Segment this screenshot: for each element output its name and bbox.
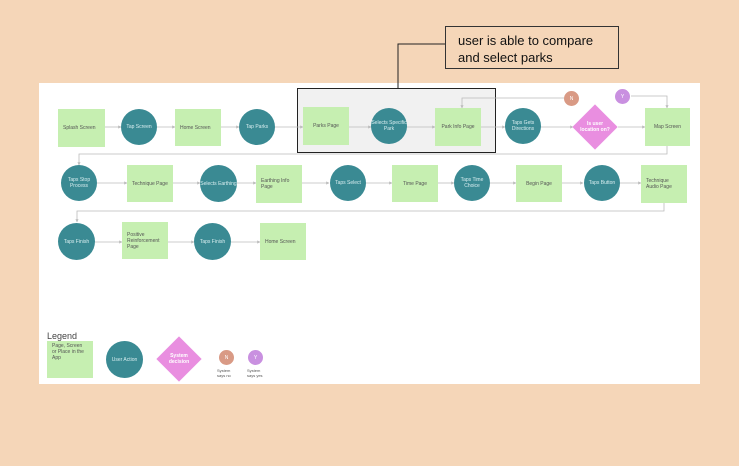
node-map-screen: Map Screen xyxy=(645,108,690,146)
node-earthing-info-page: Earthing Info Page xyxy=(256,165,302,203)
legend-user-action-swatch: User Action xyxy=(106,341,143,378)
node-taps-finish-2: Taps Finish xyxy=(194,223,231,260)
node-begin-page: Begin Page xyxy=(516,165,562,202)
callout-line-1: user is able to compare xyxy=(458,33,594,48)
decision-label: Is user location on? xyxy=(580,121,610,133)
connector-no xyxy=(460,97,564,109)
node-taps-get-directions: Taps Gets Directions xyxy=(505,108,541,144)
legend-decision-label: System decision xyxy=(168,353,190,365)
callout-leader-line xyxy=(397,43,445,88)
node-taps-stop-process: Taps Stop Process xyxy=(61,165,97,201)
legend-yes-label: System says yes xyxy=(247,368,263,378)
annotation-callout: user is able to compare and select parks xyxy=(445,26,619,69)
node-home-screen: Home Screen xyxy=(175,109,221,146)
node-taps-select: Taps Select xyxy=(330,165,366,201)
node-selects-specific-park: Selects Specific Park xyxy=(371,108,407,144)
node-tap-parks: Tap Parks xyxy=(239,109,275,145)
node-time-page: Time Page xyxy=(392,165,438,202)
connector-yes xyxy=(631,95,669,109)
node-technique-page: Technique Page xyxy=(127,165,173,202)
node-taps-finish: Taps Finish xyxy=(58,223,95,260)
connector xyxy=(77,146,668,166)
node-taps-button: Taps Button xyxy=(584,165,620,201)
node-parks-page: Parks Page xyxy=(303,107,349,145)
node-park-info-page: Park Info Page xyxy=(435,108,481,146)
node-taps-time-choice: Taps Time Choice xyxy=(454,165,490,201)
node-selects-earthing: Selects Earthing xyxy=(200,165,237,202)
connector xyxy=(75,203,665,223)
node-positive-reinforcement-page: Positive Reinforcement Page xyxy=(122,222,168,259)
no-badge: N xyxy=(564,91,579,106)
node-home-screen-2: Home Screen xyxy=(260,223,306,260)
legend-yes-badge: Y xyxy=(248,350,263,365)
yes-badge: Y xyxy=(615,89,630,104)
legend-no-label: System says no xyxy=(217,368,231,378)
legend-page-swatch: Page, Screen or Place in the App xyxy=(47,341,93,378)
callout-line-2: and select parks xyxy=(458,50,553,65)
legend-title: Legend xyxy=(47,331,78,341)
legend-no-badge: N xyxy=(219,350,234,365)
node-technique-audio-page: Technique Audio Page xyxy=(641,165,687,203)
node-splash-screen: Splash Screen xyxy=(58,109,105,147)
node-tap-screen: Tap Screen xyxy=(121,109,157,145)
